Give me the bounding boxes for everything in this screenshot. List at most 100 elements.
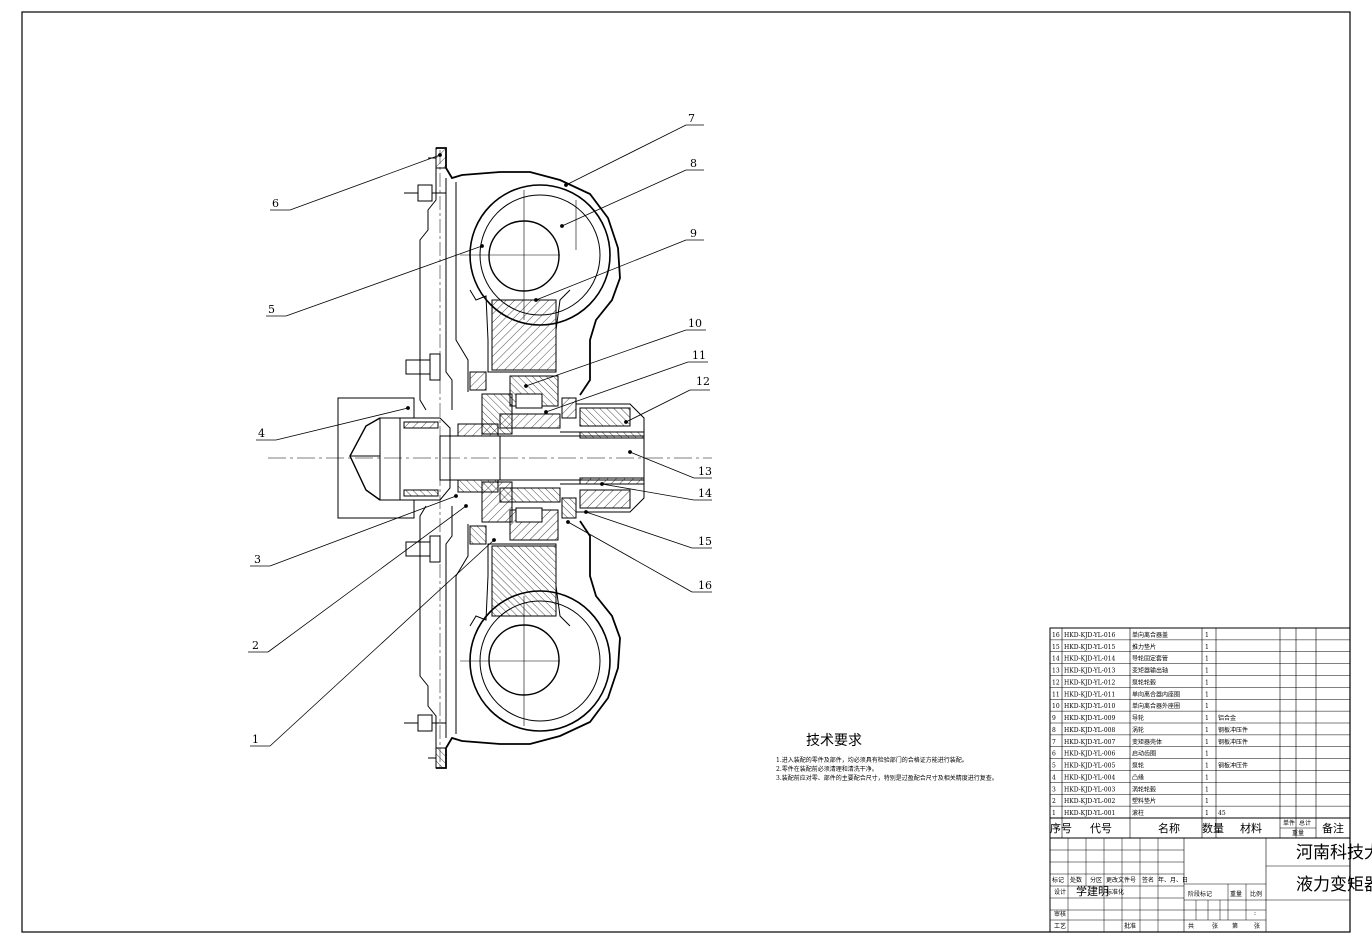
sheet-border bbox=[21, 11, 1351, 933]
bom-cell-material: 钢板冲压件 bbox=[1218, 762, 1248, 770]
bom-header-code: 代号 bbox=[1090, 822, 1112, 835]
balloon-8: 8 bbox=[690, 157, 697, 170]
bom-cell-no: 1 bbox=[1052, 810, 1056, 817]
bom-cell-name: 导轮固定套管 bbox=[1132, 655, 1168, 663]
label-weight: 重量 bbox=[1230, 890, 1242, 898]
label-check: 审核 bbox=[1054, 910, 1066, 918]
balloon-4: 4 bbox=[258, 427, 265, 440]
bom-header-remark: 备注 bbox=[1322, 821, 1344, 835]
balloon-numbers: 6 5 4 3 2 1 7 8 9 10 11 12 13 14 15 16 bbox=[252, 112, 712, 746]
bom-cell-qty: 1 bbox=[1205, 691, 1209, 698]
label-change-doc: 更改文件号 bbox=[1106, 876, 1136, 884]
bom-cell-code: HKD-KJD-YL-002 bbox=[1064, 798, 1115, 805]
bom-cell-no: 11 bbox=[1052, 691, 1060, 698]
bom-cell-qty: 1 bbox=[1205, 810, 1209, 817]
bom-cell-code: HKD-KJD-YL-016 bbox=[1064, 632, 1115, 639]
bom-cell-no: 15 bbox=[1052, 644, 1060, 651]
bom-cell-code: HKD-KJD-YL-001 bbox=[1064, 810, 1115, 817]
bom-header-qty: 数量 bbox=[1202, 822, 1224, 835]
bom-cell-material: 钢板冲压件 bbox=[1218, 726, 1248, 734]
bom-cell-name: 单向离合器内座圈 bbox=[1132, 690, 1180, 698]
label-standard: 标准化 bbox=[1106, 888, 1124, 896]
bom-cell-name: 推力垫片 bbox=[1132, 643, 1156, 651]
balloon-7: 7 bbox=[688, 112, 695, 125]
bom-cell-qty: 1 bbox=[1205, 751, 1209, 758]
label-process: 工艺 bbox=[1054, 922, 1066, 930]
bom-cell-code: HKD-KJD-YL-015 bbox=[1064, 644, 1115, 651]
bom-cell-no: 16 bbox=[1052, 632, 1060, 639]
bom-cell-no: 8 bbox=[1052, 727, 1056, 734]
bom-cell-name: 单向离合器外座圈 bbox=[1132, 702, 1180, 710]
bom-cell-qty: 1 bbox=[1205, 774, 1209, 781]
designer-name: 学建明 bbox=[1076, 884, 1109, 898]
bom-cell-code: HKD-KJD-YL-007 bbox=[1064, 739, 1115, 746]
balloon-5: 5 bbox=[268, 303, 275, 316]
bom-cell-no: 2 bbox=[1052, 798, 1056, 805]
bom-cell-name: 凸缘 bbox=[1132, 773, 1144, 781]
balloon-6: 6 bbox=[272, 197, 279, 210]
bom-cell-qty: 1 bbox=[1205, 763, 1209, 770]
bom-cell-no: 7 bbox=[1052, 739, 1056, 746]
label-count: 处数 bbox=[1070, 876, 1082, 884]
bom-header-total: 总计 bbox=[1299, 819, 1311, 827]
balloon-12: 12 bbox=[696, 375, 710, 388]
bom-cell-name: 导轮 bbox=[1132, 714, 1144, 722]
balloon-16: 16 bbox=[698, 579, 712, 592]
bom-cell-qty: 1 bbox=[1205, 715, 1209, 722]
label-total-sheets: 共 bbox=[1188, 922, 1194, 930]
balloon-11: 11 bbox=[692, 349, 706, 362]
scale-colon: : bbox=[1254, 910, 1256, 917]
bom-cell-code: HKD-KJD-YL-006 bbox=[1064, 751, 1115, 758]
bom-cell-no: 5 bbox=[1052, 763, 1056, 770]
bom-cell-name: 涡轮 bbox=[1132, 726, 1144, 734]
bom-cell-qty: 1 bbox=[1205, 679, 1209, 686]
bom-cell-name: 启动齿圈 bbox=[1132, 750, 1156, 758]
bom-cell-name: 变矩器壳体 bbox=[1132, 738, 1162, 746]
label-design: 设计 bbox=[1054, 888, 1066, 896]
drawing-title: 液力变矩器总 bbox=[1296, 875, 1372, 895]
bom-cell-material: 铝合金 bbox=[1218, 714, 1236, 722]
bom-cell-no: 13 bbox=[1052, 668, 1060, 675]
bom-cell-code: HKD-KJD-YL-011 bbox=[1064, 691, 1115, 698]
bom-cell-qty: 1 bbox=[1205, 656, 1209, 663]
tech-req-line-2: 2.零件在装配前必须清理和清洗干净。 bbox=[776, 765, 878, 773]
bom-cell-name: 塑料垫片 bbox=[1132, 797, 1156, 805]
bom-header-material: 材料 bbox=[1240, 821, 1262, 835]
balloon-1: 1 bbox=[252, 733, 259, 746]
bom-cell-no: 14 bbox=[1052, 656, 1060, 663]
bom-cell-name: 涡轮轮毂 bbox=[1132, 785, 1156, 793]
tech-requirements-title: 技术要求 bbox=[806, 733, 862, 749]
label-stage-mark: 阶段标记 bbox=[1188, 890, 1212, 898]
bom-cell-qty: 1 bbox=[1205, 644, 1209, 651]
bom-cell-code: HKD-KJD-YL-003 bbox=[1064, 786, 1115, 793]
leader-lines bbox=[248, 124, 712, 747]
bom-cell-qty: 1 bbox=[1205, 632, 1209, 639]
balloon-9: 9 bbox=[690, 227, 697, 240]
bom-header-name: 名称 bbox=[1158, 821, 1180, 835]
bom-cell-no: 10 bbox=[1052, 703, 1060, 710]
bom-cell-qty: 1 bbox=[1205, 703, 1209, 710]
bom-cell-name: 泵轮轮毂 bbox=[1132, 678, 1156, 686]
bom-cell-no: 4 bbox=[1052, 774, 1056, 781]
bom-cell-qty: 1 bbox=[1205, 739, 1209, 746]
bom-cell-name: 泵轮 bbox=[1132, 762, 1144, 770]
tech-requirements: 技术要求 1.进入装配的零件及部件，均必须具有检验部门的合格证方能进行装配。 2… bbox=[776, 733, 998, 782]
school-name: 河南科技大学 bbox=[1296, 843, 1372, 863]
title-block-text: 河南科技大学 液力变矩器总 标记 处数 分区 更改文件号 签名 年、月、日 设计… bbox=[1052, 843, 1372, 930]
bom-cell-qty: 1 bbox=[1205, 668, 1209, 675]
bom-cell-name: 变矩器输出轴 bbox=[1132, 667, 1168, 675]
label-sheet-no: 第 bbox=[1232, 922, 1238, 930]
bom-cell-name: 单向离合器盖 bbox=[1132, 631, 1168, 639]
balloon-14: 14 bbox=[698, 487, 712, 500]
bom-cell-code: HKD-KJD-YL-010 bbox=[1064, 703, 1115, 710]
balloon-10: 10 bbox=[688, 317, 702, 330]
bom-header-weight: 重量 bbox=[1292, 829, 1304, 837]
balloon-13: 13 bbox=[698, 465, 712, 478]
torque-converter-section bbox=[268, 147, 712, 770]
bom-cell-code: HKD-KJD-YL-012 bbox=[1064, 679, 1115, 686]
label-sign: 签名 bbox=[1142, 876, 1154, 884]
bom-header-no: 序号 bbox=[1050, 821, 1072, 835]
bom-cell-qty: 1 bbox=[1205, 786, 1209, 793]
